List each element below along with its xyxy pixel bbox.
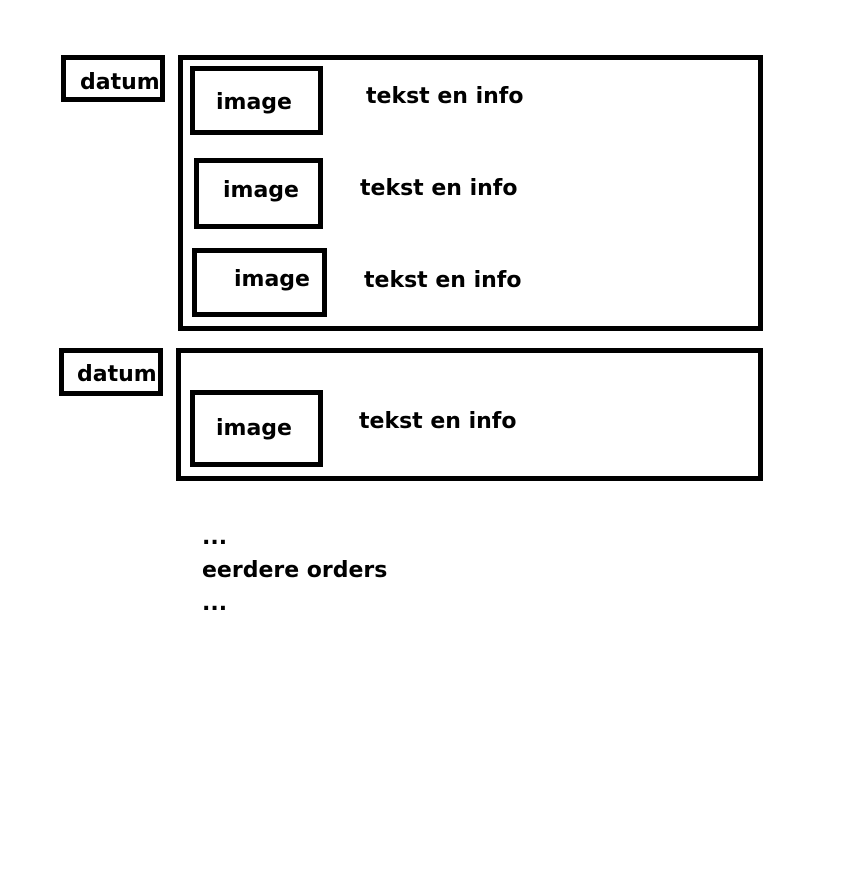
order-2-item-1-image: image: [190, 390, 323, 467]
order-1-date-label: datum: [80, 70, 160, 95]
order-2-date-box: datum: [59, 348, 163, 396]
ellipsis-bottom: ...: [202, 591, 228, 616]
order-1-item-1-info: tekst en info: [366, 84, 524, 109]
order-1-date-box: datum: [61, 55, 165, 102]
order-1-item-1-image: image: [190, 66, 323, 135]
order-1-item-3-image-label: image: [234, 267, 310, 292]
order-1-item-2-info: tekst en info: [360, 176, 518, 201]
order-1-item-2-image: image: [194, 158, 323, 229]
order-1-item-3-info: tekst en info: [364, 268, 522, 293]
order-2-item-1-image-label: image: [216, 416, 292, 441]
order-1-item-3-image: image: [192, 248, 327, 317]
ellipsis-top: ...: [202, 525, 228, 550]
order-1-item-2-image-label: image: [223, 178, 299, 203]
order-1-panel: [178, 55, 763, 331]
order-2-item-1-info: tekst en info: [359, 409, 517, 434]
order-1-item-1-image-label: image: [216, 90, 292, 115]
order-2-date-label: datum: [77, 362, 157, 387]
earlier-orders-label: eerdere orders: [202, 558, 388, 583]
order-2-panel: [176, 348, 763, 481]
